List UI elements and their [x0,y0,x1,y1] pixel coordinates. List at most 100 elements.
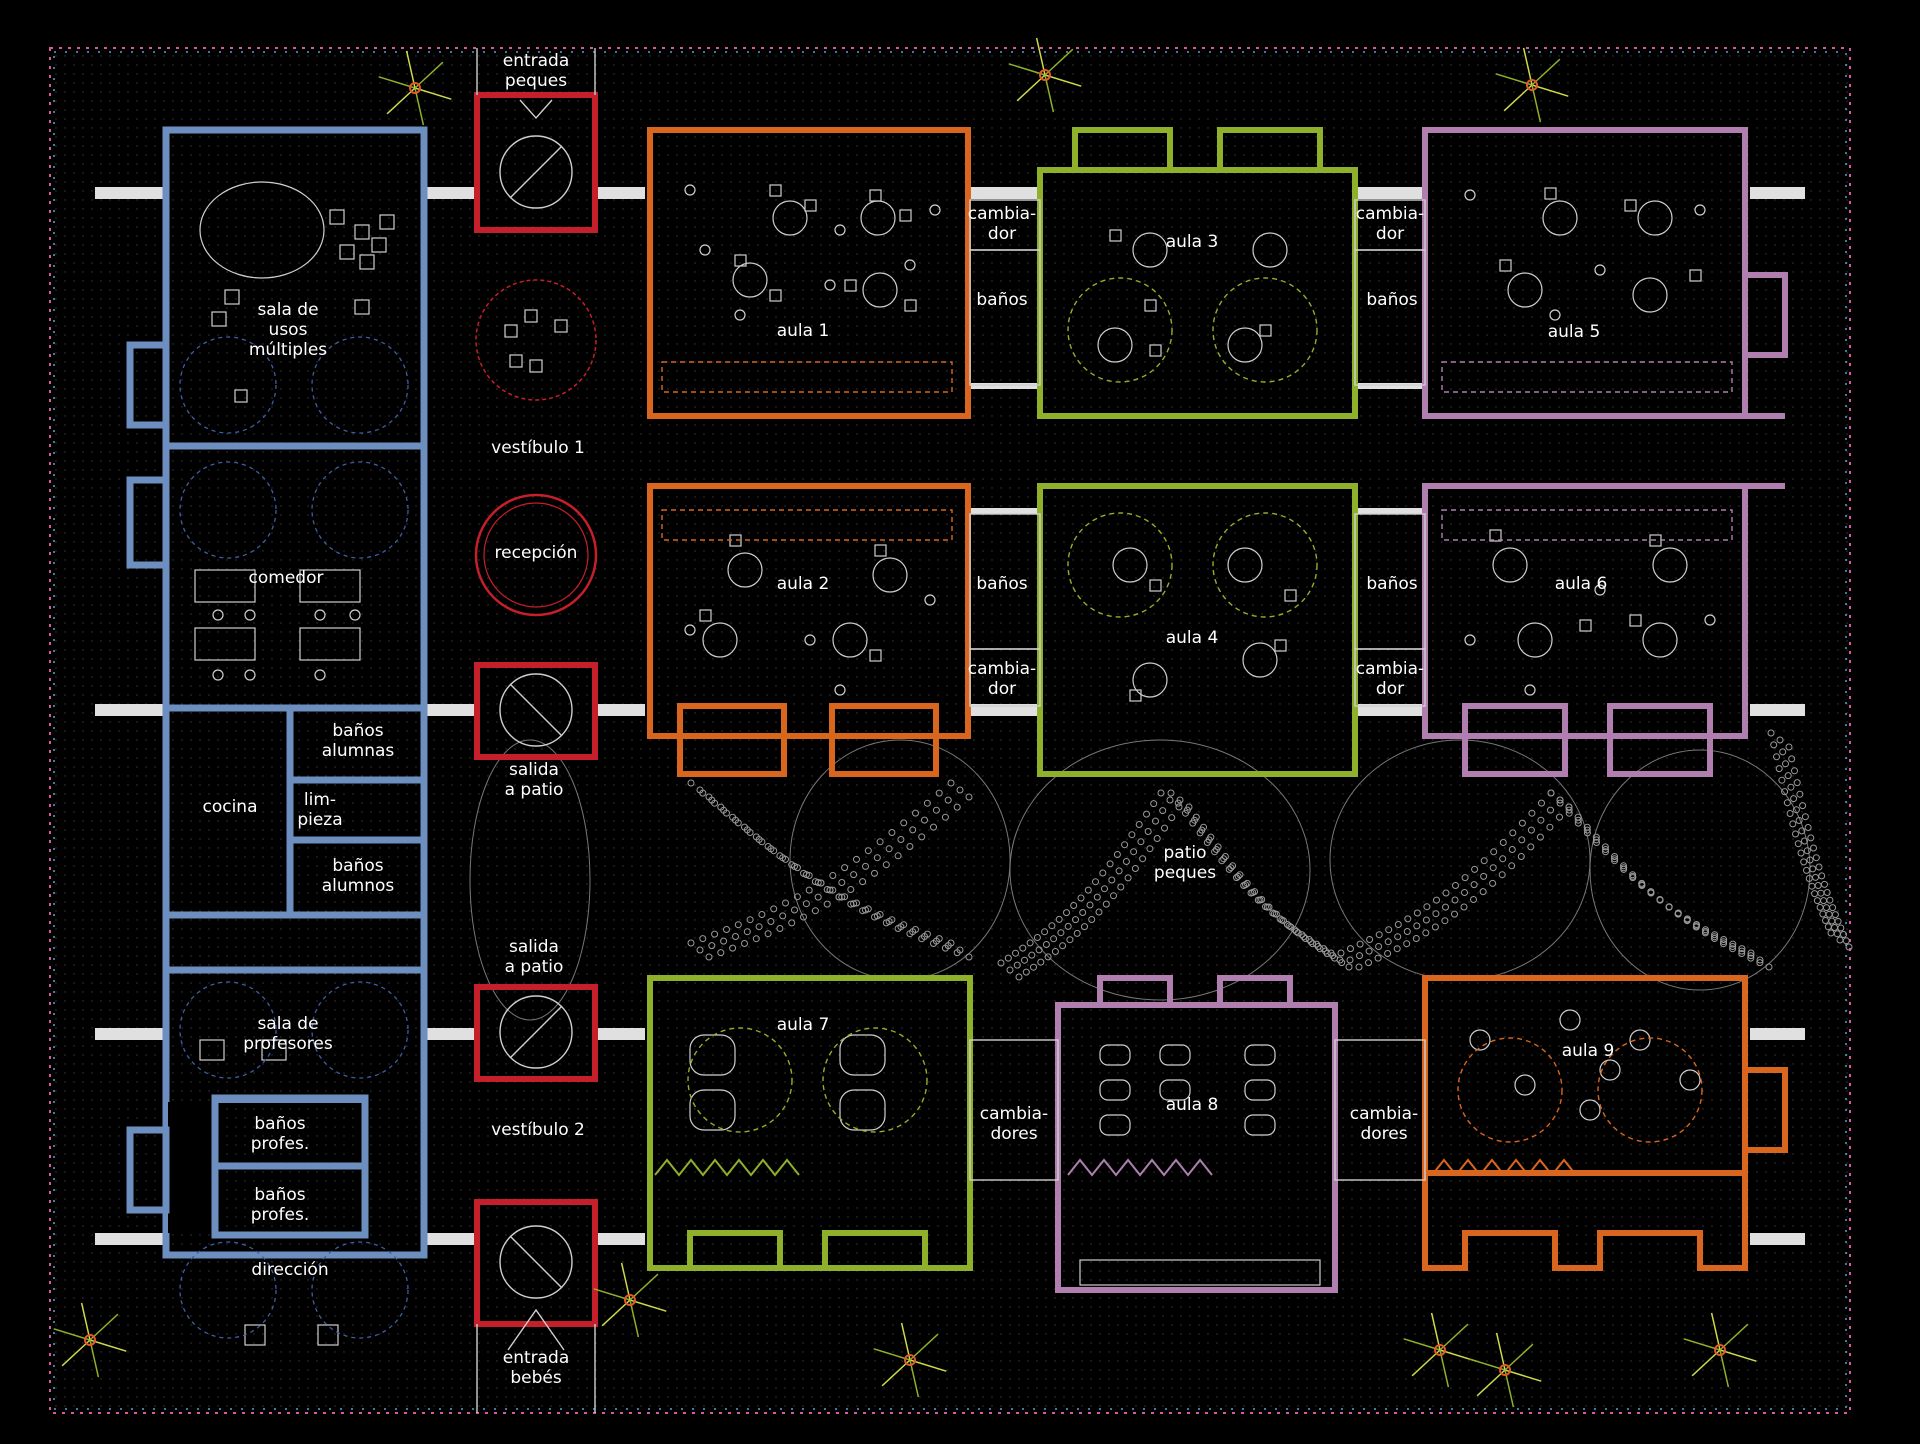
patio-dot [997,959,1005,967]
patio-dot [1471,865,1479,873]
patio-dot [817,879,825,887]
patio-dot [814,879,822,886]
patio-dot [1292,928,1300,935]
patio-dot [1822,917,1829,924]
patio-dot [1845,943,1853,951]
patio-dot [947,939,955,947]
trees [53,37,1757,1408]
patio-dot [1795,817,1803,824]
tree-icon [378,50,452,126]
patio-dot [723,926,730,933]
patio-dot [1480,857,1488,865]
patio-dot [1720,938,1728,946]
patio-dot [1079,909,1087,916]
patio-dot [1366,936,1374,943]
patio-dot [1536,833,1544,841]
patio-dot [1211,848,1219,856]
patio-dot [1810,844,1817,852]
patio-dot [894,852,902,860]
tree-icon [1683,1312,1757,1388]
label-cambiadores-1: cambia-dores [980,1104,1048,1144]
label-aula-5: aula 5 [1548,322,1601,342]
patio-dot [823,900,831,908]
label-direccion: dirección [251,1260,328,1280]
patio-dot [1412,935,1420,942]
patio-dot [1508,846,1516,853]
patio-dot [1738,950,1746,957]
patio-dot [1528,809,1536,817]
patio-dot [1144,828,1152,835]
reception-and-table [474,279,598,617]
patio-dot [1189,819,1197,827]
patio-dot [805,872,813,879]
patio-dot-trails [687,729,1853,981]
patio-dot [752,935,760,943]
patio-dot [1538,799,1545,807]
patio-dot [1337,949,1345,957]
patio-dot [758,911,766,918]
patio-dot [1815,863,1823,871]
patio-dot [1336,956,1344,964]
patio-dot [1262,903,1269,911]
patio-dot [1143,810,1150,818]
patio-dot [1738,947,1746,955]
patio-dot [1805,875,1813,882]
patio-dot [1346,956,1354,964]
patio-dot [793,864,801,872]
patio-dot [1788,755,1796,763]
patio-dot [800,913,807,921]
label-cambiador-2: cambia-dor [1356,204,1424,244]
patio-dot [1026,939,1034,947]
patio-dot [791,906,798,914]
patio-dot [1375,931,1383,939]
patio-dot [811,907,819,915]
classroom-rugs [661,277,1733,1143]
label-cambiadores-2: cambia-dores [1350,1104,1418,1144]
patio-dot [1451,896,1459,904]
patio-dot [838,893,846,901]
patio-dot [965,793,973,801]
patio-dot [1461,874,1469,882]
patio-dot [793,893,801,901]
patio-dot [1220,855,1228,863]
patio-dot [1711,933,1718,941]
patio-dot [1620,865,1628,873]
corridor-lines [95,187,1805,1245]
patio-dot [888,829,896,836]
patio-dot [1153,835,1161,842]
patio-dot [1433,896,1440,904]
patio-dot [1792,806,1800,814]
patio-dot [1518,836,1526,844]
patio-dot [1035,946,1043,954]
patio-dot [909,826,917,834]
classroom-furniture [684,184,1716,1286]
patio-dot [1683,915,1691,923]
patio-dot [835,893,843,901]
patio-dot [1778,776,1786,784]
patio-dot [944,796,952,804]
patio-dot [1547,789,1555,797]
site-ground [50,48,1850,1413]
patio-dot [956,786,964,794]
patio-dot [1803,847,1811,855]
tree-icon [873,1322,947,1398]
patio-dot [1451,910,1458,918]
patio-dot [1384,938,1392,946]
patio-dot [1470,881,1478,889]
patio-dot [1066,936,1074,944]
patio-dot [1480,872,1488,880]
patio-dot [1729,943,1737,950]
patio-dot [965,953,973,961]
patio-dot [1517,853,1525,860]
patio-dot [1037,958,1045,966]
patio-dot [1786,810,1794,817]
patio-dot [1028,951,1036,959]
patio-dot [1030,963,1037,971]
service-dashed-circles [179,336,409,1339]
